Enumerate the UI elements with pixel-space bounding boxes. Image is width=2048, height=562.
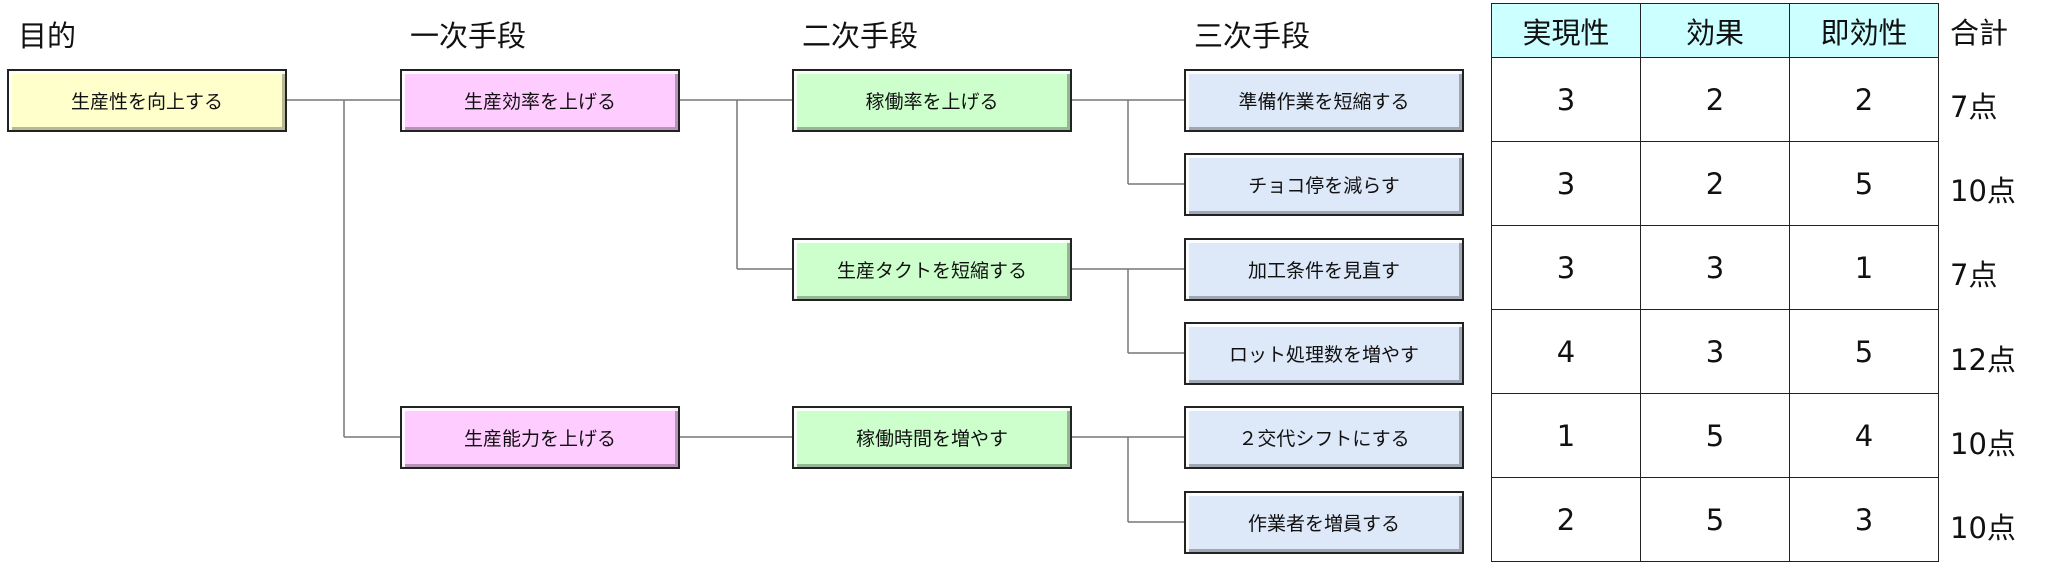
total-header: 合計 [1950,16,2009,50]
node-tertiary-5: ２交代シフトにする [1184,406,1464,469]
table-cell: 3 [1640,309,1790,394]
node-tertiary-3: 加工条件を見直す [1184,238,1464,301]
table-cell: 2 [1789,57,1939,142]
table-cell: 5 [1640,477,1790,562]
header-purpose: 目的 [18,19,77,53]
table-cell: 2 [1640,141,1790,226]
table-cell: 3 [1491,141,1641,226]
node-purpose: 生産性を向上する [7,69,287,132]
table-cell: 3 [1491,225,1641,310]
table-cell: 1 [1789,225,1939,310]
node-secondary-1: 稼働率を上げる [792,69,1072,132]
table-row: 4 3 5 [1491,309,1939,394]
table-row: 3 3 1 [1491,225,1939,310]
table-row: 2 5 3 [1491,477,1939,562]
header-secondary: 二次手段 [802,19,919,53]
table-cell: 2 [1491,477,1641,562]
table-cell: 3 [1491,57,1641,142]
node-tertiary-2: チョコ停を減らす [1184,153,1464,216]
node-secondary-2: 生産タクトを短縮する [792,238,1072,301]
column-header-effect: 効果 [1640,3,1790,58]
total-value-6: 10点 [1950,511,2016,545]
table-row: 1 5 4 [1491,393,1939,478]
table-cell: 4 [1789,393,1939,478]
node-primary-1: 生産効率を上げる [400,69,680,132]
table-cell: 2 [1640,57,1790,142]
table-cell: 4 [1491,309,1641,394]
header-tertiary: 三次手段 [1194,19,1311,53]
evaluation-table: 実現性 効果 即効性 3 2 2 3 2 5 3 3 1 4 3 5 1 5 4 [1491,3,1939,562]
header-primary: 一次手段 [410,19,527,53]
node-tertiary-6: 作業者を増員する [1184,491,1464,554]
table-row: 3 2 2 [1491,57,1939,142]
column-header-feasibility: 実現性 [1491,3,1641,58]
column-header-immediacy: 即効性 [1789,3,1939,58]
node-secondary-3: 稼働時間を増やす [792,406,1072,469]
table-cell: 1 [1491,393,1641,478]
total-value-1: 7点 [1950,90,1998,124]
table-cell: 5 [1789,141,1939,226]
total-value-3: 7点 [1950,258,1998,292]
total-value-5: 10点 [1950,427,2016,461]
node-primary-2: 生産能力を上げる [400,406,680,469]
total-value-4: 12点 [1950,343,2016,377]
table-row: 3 2 5 [1491,141,1939,226]
node-tertiary-4: ロット処理数を増やす [1184,322,1464,385]
table-cell: 5 [1789,309,1939,394]
table-cell: 3 [1789,477,1939,562]
table-cell: 3 [1640,225,1790,310]
table-header-row: 実現性 効果 即効性 [1491,3,1939,58]
table-cell: 5 [1640,393,1790,478]
total-value-2: 10点 [1950,174,2016,208]
node-tertiary-1: 準備作業を短縮する [1184,69,1464,132]
